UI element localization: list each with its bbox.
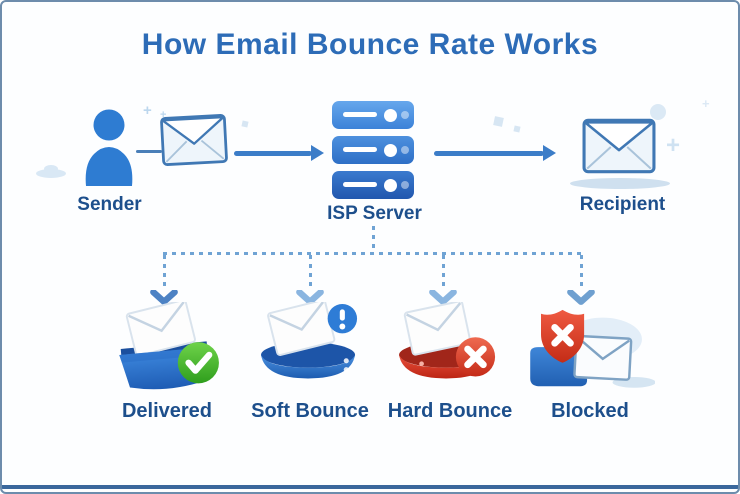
- server-stack-icon: [332, 101, 414, 199]
- dot-decoration: [650, 104, 666, 120]
- dotted-connector-horizontal: [163, 252, 583, 255]
- sparkle-icon: +: [702, 96, 710, 111]
- connector-line: [136, 150, 162, 153]
- sparkle-icon: [241, 120, 249, 128]
- dotted-connector-drop: [442, 255, 445, 288]
- arrow-right-icon: [234, 145, 324, 161]
- chevron-down-icon: [429, 290, 457, 305]
- envelope-icon: [582, 118, 656, 174]
- envelope-cross-icon: [399, 302, 496, 379]
- chevron-down-icon: [567, 290, 595, 305]
- dotted-connector-drop: [163, 255, 166, 288]
- bottom-accent-bar: [2, 485, 738, 489]
- page-title: How Email Bounce Rate Works: [141, 28, 599, 61]
- sender-label: Sender: [77, 194, 142, 215]
- envelope-shadow: [570, 178, 670, 189]
- dotted-connector-drop: [309, 255, 312, 288]
- server-unit: [332, 171, 414, 199]
- cloud-decoration: [44, 165, 58, 173]
- isp-server-label: ISP Server: [327, 203, 422, 224]
- soft-bounce-label: Soft Bounce: [251, 400, 369, 422]
- chevron-down-icon: [150, 290, 178, 305]
- server-unit: [332, 136, 414, 164]
- sparkle-icon: [513, 125, 521, 133]
- sparkle-icon: [493, 116, 504, 127]
- arrow-right-icon: [434, 145, 556, 161]
- dotted-connector-stub: [372, 226, 375, 252]
- sparkle-icon: +: [160, 109, 167, 121]
- hard-bounce-label: Hard Bounce: [387, 400, 513, 422]
- person-icon: [85, 109, 133, 186]
- envelope-icon: [160, 114, 228, 166]
- shield-cross-envelope-icon: [530, 309, 655, 388]
- dotted-connector-drop: [580, 255, 583, 288]
- envelope-exclamation-icon: [261, 302, 358, 379]
- sparkle-icon: +: [143, 102, 152, 119]
- sparkle-icon: +: [666, 132, 681, 159]
- server-unit: [332, 101, 414, 129]
- blocked-label: Blocked: [551, 400, 629, 422]
- inbox-envelope-check-icon: [119, 302, 219, 390]
- delivered-label: Delivered: [121, 400, 213, 422]
- recipient-label: Recipient: [579, 194, 666, 215]
- cloud-decoration: [36, 169, 66, 178]
- chevron-down-icon: [296, 290, 324, 305]
